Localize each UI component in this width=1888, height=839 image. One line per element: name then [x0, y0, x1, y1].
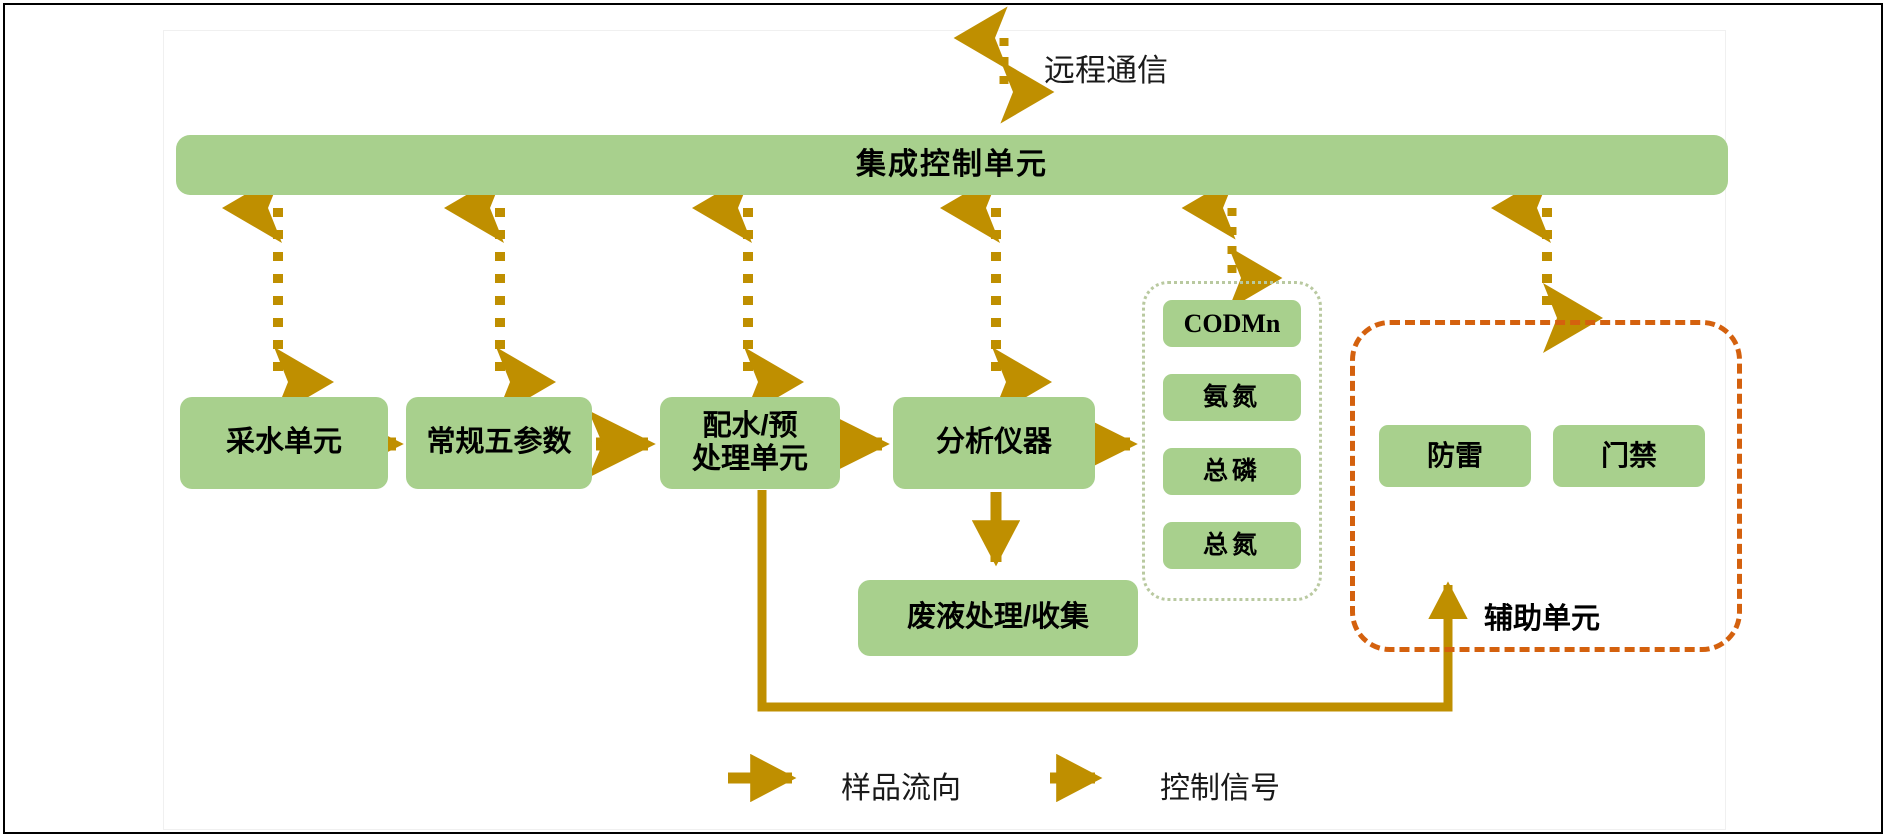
analyte-box-ammonia-nitrogen[interactable]: 氨氮	[1163, 374, 1301, 421]
process-box-five-parameters[interactable]: 常规五参数	[406, 397, 592, 489]
auxiliary-box-access-control[interactable]: 门禁	[1553, 425, 1705, 487]
remote-communication-label: 远程通信	[1044, 53, 1168, 88]
integrated-control-unit-box[interactable]: 集成控制单元	[176, 135, 1728, 195]
legend-label-control-signal: 控制信号	[1160, 772, 1280, 805]
process-box-analytical-instrument[interactable]: 分析仪器	[893, 397, 1095, 489]
pretreat-label-line2: 处理单元	[691, 443, 808, 475]
legend-label-sample-flow: 样品流向	[841, 772, 961, 805]
process-box-pretreatment-unit[interactable]: 配水/预 处理单元	[660, 397, 840, 489]
analyte-box-total-phosphorus[interactable]: 总磷	[1163, 448, 1301, 495]
analyte-box-total-nitrogen[interactable]: 总氮	[1163, 522, 1301, 569]
auxiliary-unit-panel	[1350, 320, 1742, 652]
analyte-box-codmn[interactable]: CODMn	[1163, 300, 1301, 347]
process-box-water-sampling-unit[interactable]: 采水单元	[180, 397, 388, 489]
auxiliary-box-lightning-protection[interactable]: 防雷	[1379, 425, 1531, 487]
solid-arrow-icon-pretreat-to-auxiliary	[757, 490, 1468, 712]
analyte-group-panel	[1142, 281, 1322, 601]
pretreat-label-line1: 配水/预	[702, 409, 798, 442]
waste-liquid-treatment-box[interactable]: 废液处理/收集	[858, 580, 1138, 656]
auxiliary-unit-label: 辅助单元	[1484, 603, 1601, 635]
